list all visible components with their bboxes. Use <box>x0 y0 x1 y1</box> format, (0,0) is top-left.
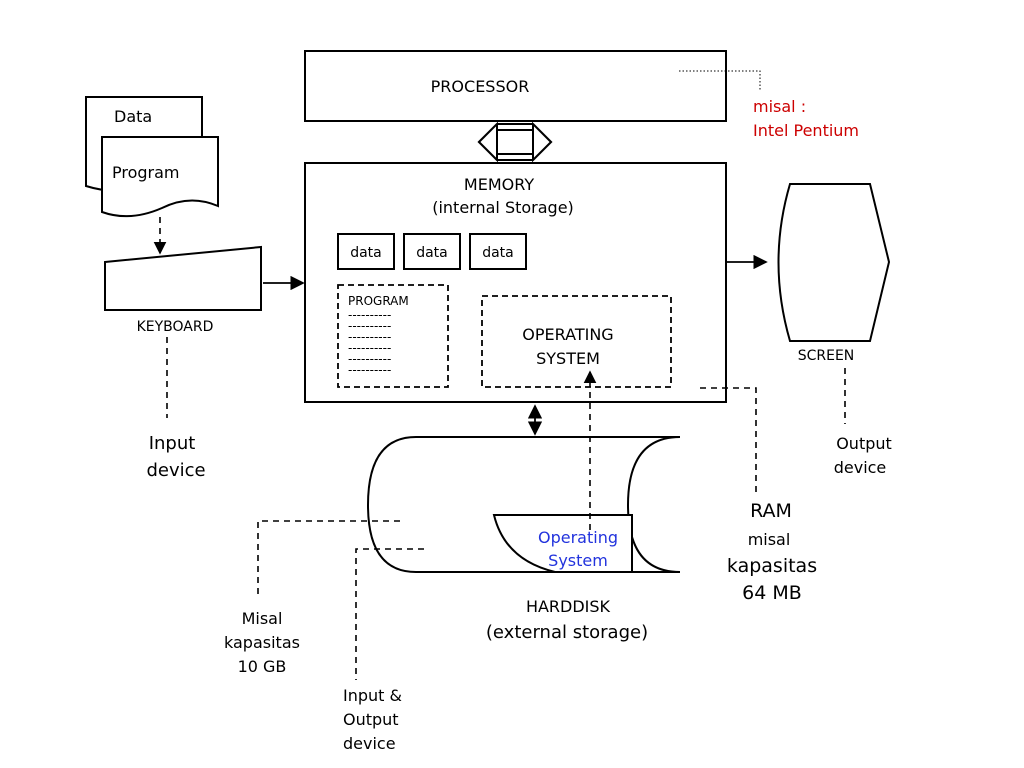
memory-data-label: data <box>416 245 448 261</box>
harddisk-capacity-line3: 10 GB <box>238 657 287 676</box>
harddisk-os-region <box>492 514 633 573</box>
program-document-label: Program <box>112 163 180 182</box>
keyboard-label: KEYBOARD <box>137 319 214 335</box>
keyboard-role-line2: device <box>146 460 205 481</box>
processor-example-line2: Intel Pentium <box>753 121 859 140</box>
screen-icon <box>777 183 891 342</box>
harddisk-io-connector <box>355 548 424 680</box>
processor-label: PROCESSOR <box>431 77 530 96</box>
ram-line1: misal <box>748 530 791 549</box>
screen-label: SCREEN <box>798 348 855 364</box>
memory-program-line: ---------- <box>348 352 391 366</box>
harddisk-os-line1: Operating <box>538 528 618 547</box>
harddisk-label: HARDDISK <box>526 597 611 616</box>
memory-program-line: ---------- <box>348 363 391 377</box>
ram-label: RAM <box>750 500 792 522</box>
memory-program-line: ---------- <box>348 308 391 322</box>
memory-program-line: ---------- <box>348 319 391 333</box>
memory-program-line: ---------- <box>348 341 391 355</box>
memory-program-label: PROGRAM <box>348 294 409 308</box>
harddisk-capacity-line2: kapasitas <box>224 633 300 652</box>
processor-box <box>304 50 727 122</box>
memory-title: MEMORY <box>464 175 534 194</box>
harddisk-capacity-connector <box>257 520 400 596</box>
memory-data-box <box>403 233 461 270</box>
memory-os-box <box>481 295 672 388</box>
memory-program-line: ---------- <box>348 330 391 344</box>
memory-data-label: data <box>482 245 514 261</box>
memory-data-box <box>337 233 395 270</box>
memory-subtitle: (internal Storage) <box>432 198 574 217</box>
ram-line3: 64 MB <box>742 582 802 604</box>
program-document-icon <box>101 136 219 218</box>
memory-os-line2: SYSTEM <box>536 349 600 368</box>
harddisk-sublabel: (external storage) <box>486 622 648 643</box>
screen-role-line1: Output <box>836 434 892 453</box>
ram-line2: kapasitas <box>727 555 817 577</box>
harddisk-io-line1: Input & <box>343 686 402 705</box>
harddisk-capacity-line1: Misal <box>242 609 283 628</box>
processor-example-connector <box>679 70 761 90</box>
harddisk-io-line3: device <box>343 734 396 753</box>
keyboard-icon <box>104 245 262 311</box>
memory-os-line1: OPERATING <box>522 325 613 344</box>
harddisk-io-line2: Output <box>343 710 399 729</box>
memory-data-box <box>469 233 527 270</box>
screen-role-line2: device <box>834 458 887 477</box>
memory-program-box <box>337 284 449 388</box>
ram-connector <box>700 387 757 492</box>
keyboard-role-line1: Input <box>149 433 196 454</box>
data-document-label: Data <box>114 107 152 126</box>
processor-example-line1: misal : <box>753 97 806 116</box>
memory-data-label: data <box>350 245 382 261</box>
harddisk-os-line2: System <box>548 551 608 570</box>
